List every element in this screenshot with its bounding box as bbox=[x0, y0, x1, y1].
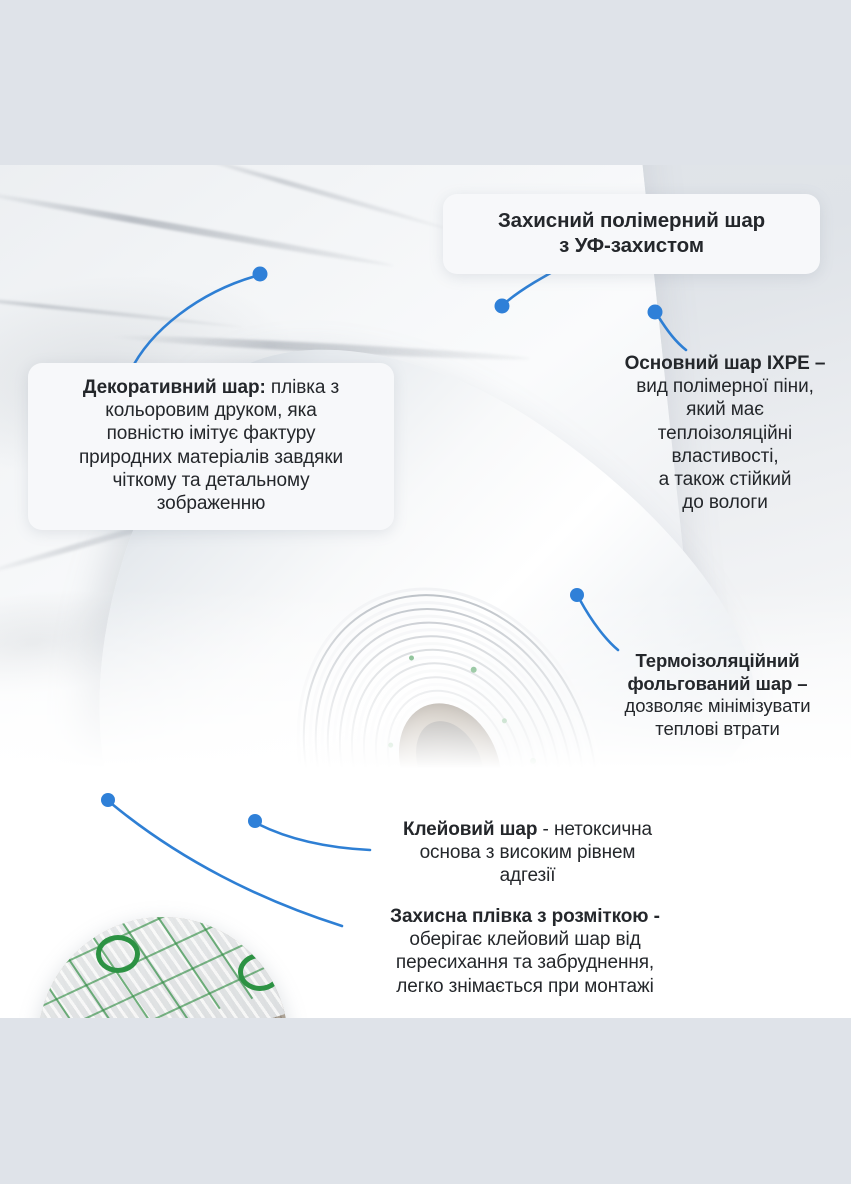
callout-thermo-lead-1: Термоізоляційний bbox=[635, 650, 800, 671]
grid-marking-line bbox=[145, 917, 253, 1000]
callout-ixpe-line-6: а також стійкий bbox=[658, 468, 792, 490]
callout-decor-lead: Декоративний шар: bbox=[82, 377, 266, 398]
green-marking-icon bbox=[238, 953, 282, 991]
callout-decor-line-1: Декоративний шар: плівка з bbox=[40, 376, 382, 399]
callout-thermal-foil-layer: Термоізоляційний фольгований шар – дозво… bbox=[590, 650, 845, 740]
callout-uv-layer: Захисний полімерний шар з УФ-захистом bbox=[443, 194, 820, 274]
marble-vein bbox=[178, 165, 449, 232]
callout-decor-line-3: повністю імітує фактуру bbox=[106, 423, 316, 445]
callout-film-line-3: пересихання та забруднення, bbox=[395, 952, 655, 974]
callout-thermo-lead-2: фольгований шар – bbox=[627, 672, 808, 694]
callout-ixpe-line-3: який має bbox=[686, 399, 764, 421]
callout-decor-line-4: природних матеріалів завдяки bbox=[78, 446, 344, 468]
callout-uv-line-2: з УФ-захистом bbox=[559, 234, 704, 257]
callout-ixpe-line-7: до вологи bbox=[682, 492, 768, 514]
callout-film-line-2: оберігає клейовий шар від bbox=[409, 929, 641, 951]
callout-glue-line-2: основа з високим рівнем bbox=[419, 842, 636, 864]
marble-vein bbox=[0, 187, 395, 270]
callout-decor-line-2: кольоровим друком, яка bbox=[105, 400, 317, 422]
macro-inset-circle bbox=[38, 917, 288, 1018]
green-marking-icon bbox=[96, 935, 140, 973]
callout-decor-line-6: зображенню bbox=[156, 492, 266, 514]
callout-thermo-line-3: дозволяє мінімізувати bbox=[624, 695, 811, 717]
callout-ixpe-line-5: властивості, bbox=[671, 445, 779, 467]
top-letterbox-band bbox=[0, 0, 851, 165]
callout-decor-line-5: чіткому та детальному bbox=[112, 469, 310, 491]
callout-uv-line-1: Захисний полімерний шар bbox=[497, 209, 766, 232]
callout-thermo-line-4: теплові втрати bbox=[655, 717, 780, 739]
callout-film-line-4: легко знімається при монтажі bbox=[396, 975, 654, 997]
callout-glue-rest: - нетоксична bbox=[537, 819, 653, 840]
grid-marking-line bbox=[47, 917, 156, 1018]
product-photo bbox=[0, 165, 851, 1018]
callout-adhesive-layer: Клейовий шар - нетоксична основа з висок… bbox=[345, 818, 710, 888]
callout-ixpe-line-4: теплоізоляційні bbox=[657, 422, 793, 444]
callout-ixpe-layer: Основний шар IXPE – вид полімерної піни,… bbox=[600, 352, 850, 514]
callout-protective-film: Захисна плівка з розміткою - оберігає кл… bbox=[330, 905, 720, 998]
callout-ixpe-line-2: вид полімерної піни, bbox=[636, 376, 814, 398]
callout-glue-lead: Клейовий шар bbox=[402, 819, 538, 840]
callout-film-lead: Захисна плівка з розміткою - bbox=[390, 906, 660, 927]
callout-decor-rest: плівка з bbox=[265, 377, 340, 398]
callout-decorative-layer: Декоративний шар: плівка з кольоровим др… bbox=[28, 363, 394, 531]
callout-glue-line-1: Клейовий шар - нетоксична bbox=[345, 818, 710, 841]
bottom-letterbox-band bbox=[0, 1018, 851, 1184]
callout-ixpe-lead: Основний шар IXPE – bbox=[624, 353, 826, 374]
callout-glue-line-3: адгезії bbox=[499, 865, 556, 887]
marble-vein bbox=[0, 290, 244, 330]
